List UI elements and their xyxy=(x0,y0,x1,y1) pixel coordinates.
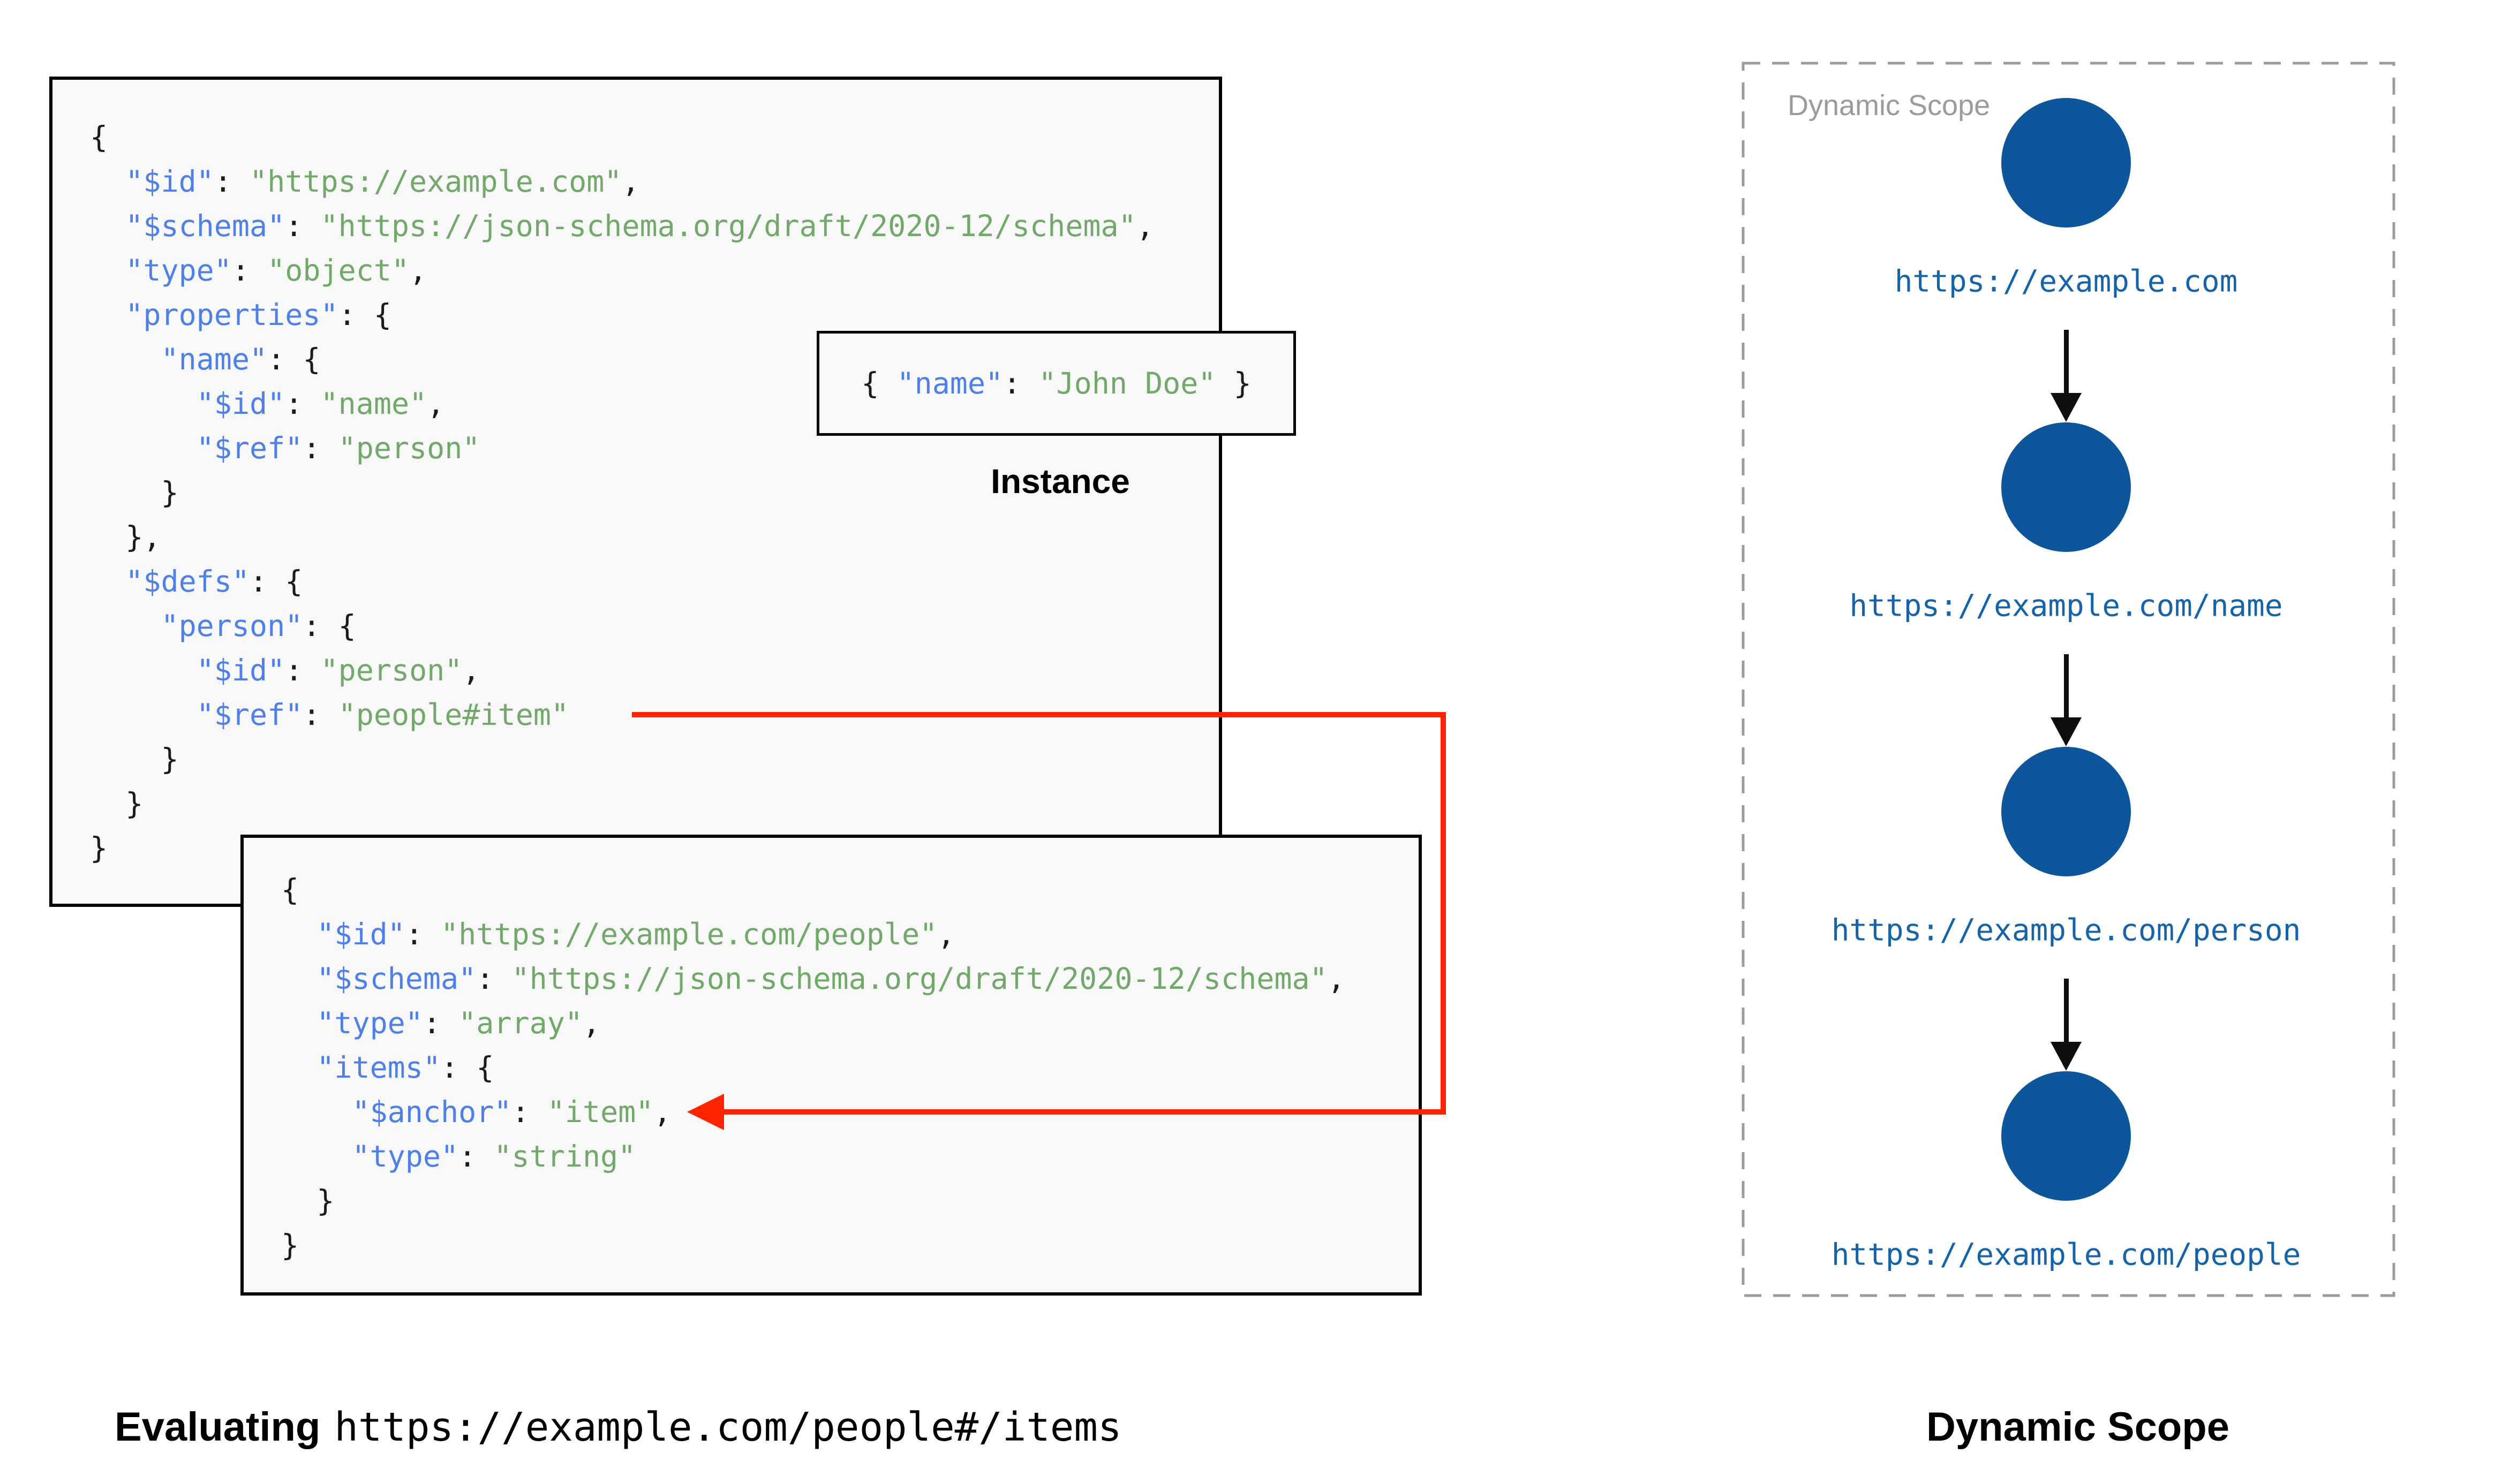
code-line: } xyxy=(90,742,179,776)
code-line: "type": "object", xyxy=(125,253,427,287)
instance-code: { "name": "John Doe" } xyxy=(861,361,1252,406)
code-line: "items": { xyxy=(316,1050,494,1085)
scope-node-circle xyxy=(2001,98,2131,228)
code-line: } xyxy=(90,786,144,821)
scope-arrow xyxy=(2064,979,2069,1044)
code-line: "type": "array", xyxy=(316,1006,601,1040)
code-line: "$ref": "person" xyxy=(196,431,480,465)
scope-arrowhead xyxy=(2051,1042,2082,1071)
code-line: "$id": "name", xyxy=(196,387,445,421)
code-line: "name": { xyxy=(161,342,321,376)
code-line: }, xyxy=(90,520,161,554)
code-line: "$schema": "https://json-schema.org/draf… xyxy=(125,209,1154,243)
dynamic-scope-caption: Dynamic Scope xyxy=(1926,1404,2229,1450)
schema-people-code: { "$id": "https://example.com/people", "… xyxy=(244,838,1419,1268)
scope-node-url: https://example.com xyxy=(1894,264,2238,299)
code-line: } xyxy=(281,1228,299,1262)
scope-arrowhead xyxy=(2051,717,2082,746)
instance-box: { "name": "John Doe" } xyxy=(817,331,1296,436)
code-line: } xyxy=(90,475,179,510)
dynamic-scope-box-label: Dynamic Scope xyxy=(1788,89,1991,122)
code-line: "$id": "person", xyxy=(196,653,480,687)
evaluating-label: Evaluating xyxy=(115,1404,321,1450)
evaluating-caption: Evaluating https://example.com/people#/it… xyxy=(115,1404,1122,1450)
code-line: "$anchor": "item", xyxy=(352,1095,672,1129)
scope-node-url: https://example.com/person xyxy=(1831,913,2301,948)
scope-node-circle xyxy=(2001,747,2131,876)
code-line: "person": { xyxy=(161,609,356,643)
code-line: { xyxy=(281,873,299,907)
code-line: } xyxy=(281,1184,335,1218)
scope-arrowhead xyxy=(2051,393,2082,422)
code-line: "type": "string" xyxy=(352,1139,636,1173)
evaluating-uri: https://example.com/people#/items xyxy=(334,1404,1122,1450)
code-line: } xyxy=(90,831,108,865)
code-line: { "name": "John Doe" } xyxy=(861,366,1252,400)
code-line: "$ref": "people#item" xyxy=(196,698,569,732)
code-line: "$id": "https://example.com/people", xyxy=(316,917,955,951)
scope-node-circle xyxy=(2001,422,2131,552)
code-line: "$schema": "https://json-schema.org/draf… xyxy=(316,961,1345,996)
code-line: { xyxy=(90,120,108,154)
scope-node-url: https://example.com/people xyxy=(1831,1237,2301,1273)
scope-arrow xyxy=(2064,330,2069,395)
code-line: "$id": "https://example.com", xyxy=(125,164,640,199)
instance-label: Instance xyxy=(991,462,1130,501)
code-line: "properties": { xyxy=(125,298,391,332)
scope-node-circle xyxy=(2001,1071,2131,1201)
schema-root-code: { "$id": "https://example.com", "$schema… xyxy=(52,80,1219,870)
schema-people-block: { "$id": "https://example.com/people", "… xyxy=(240,835,1422,1296)
scope-arrow xyxy=(2064,654,2069,720)
code-line: "$defs": { xyxy=(125,564,303,599)
scope-node-url: https://example.com/name xyxy=(1849,588,2283,624)
